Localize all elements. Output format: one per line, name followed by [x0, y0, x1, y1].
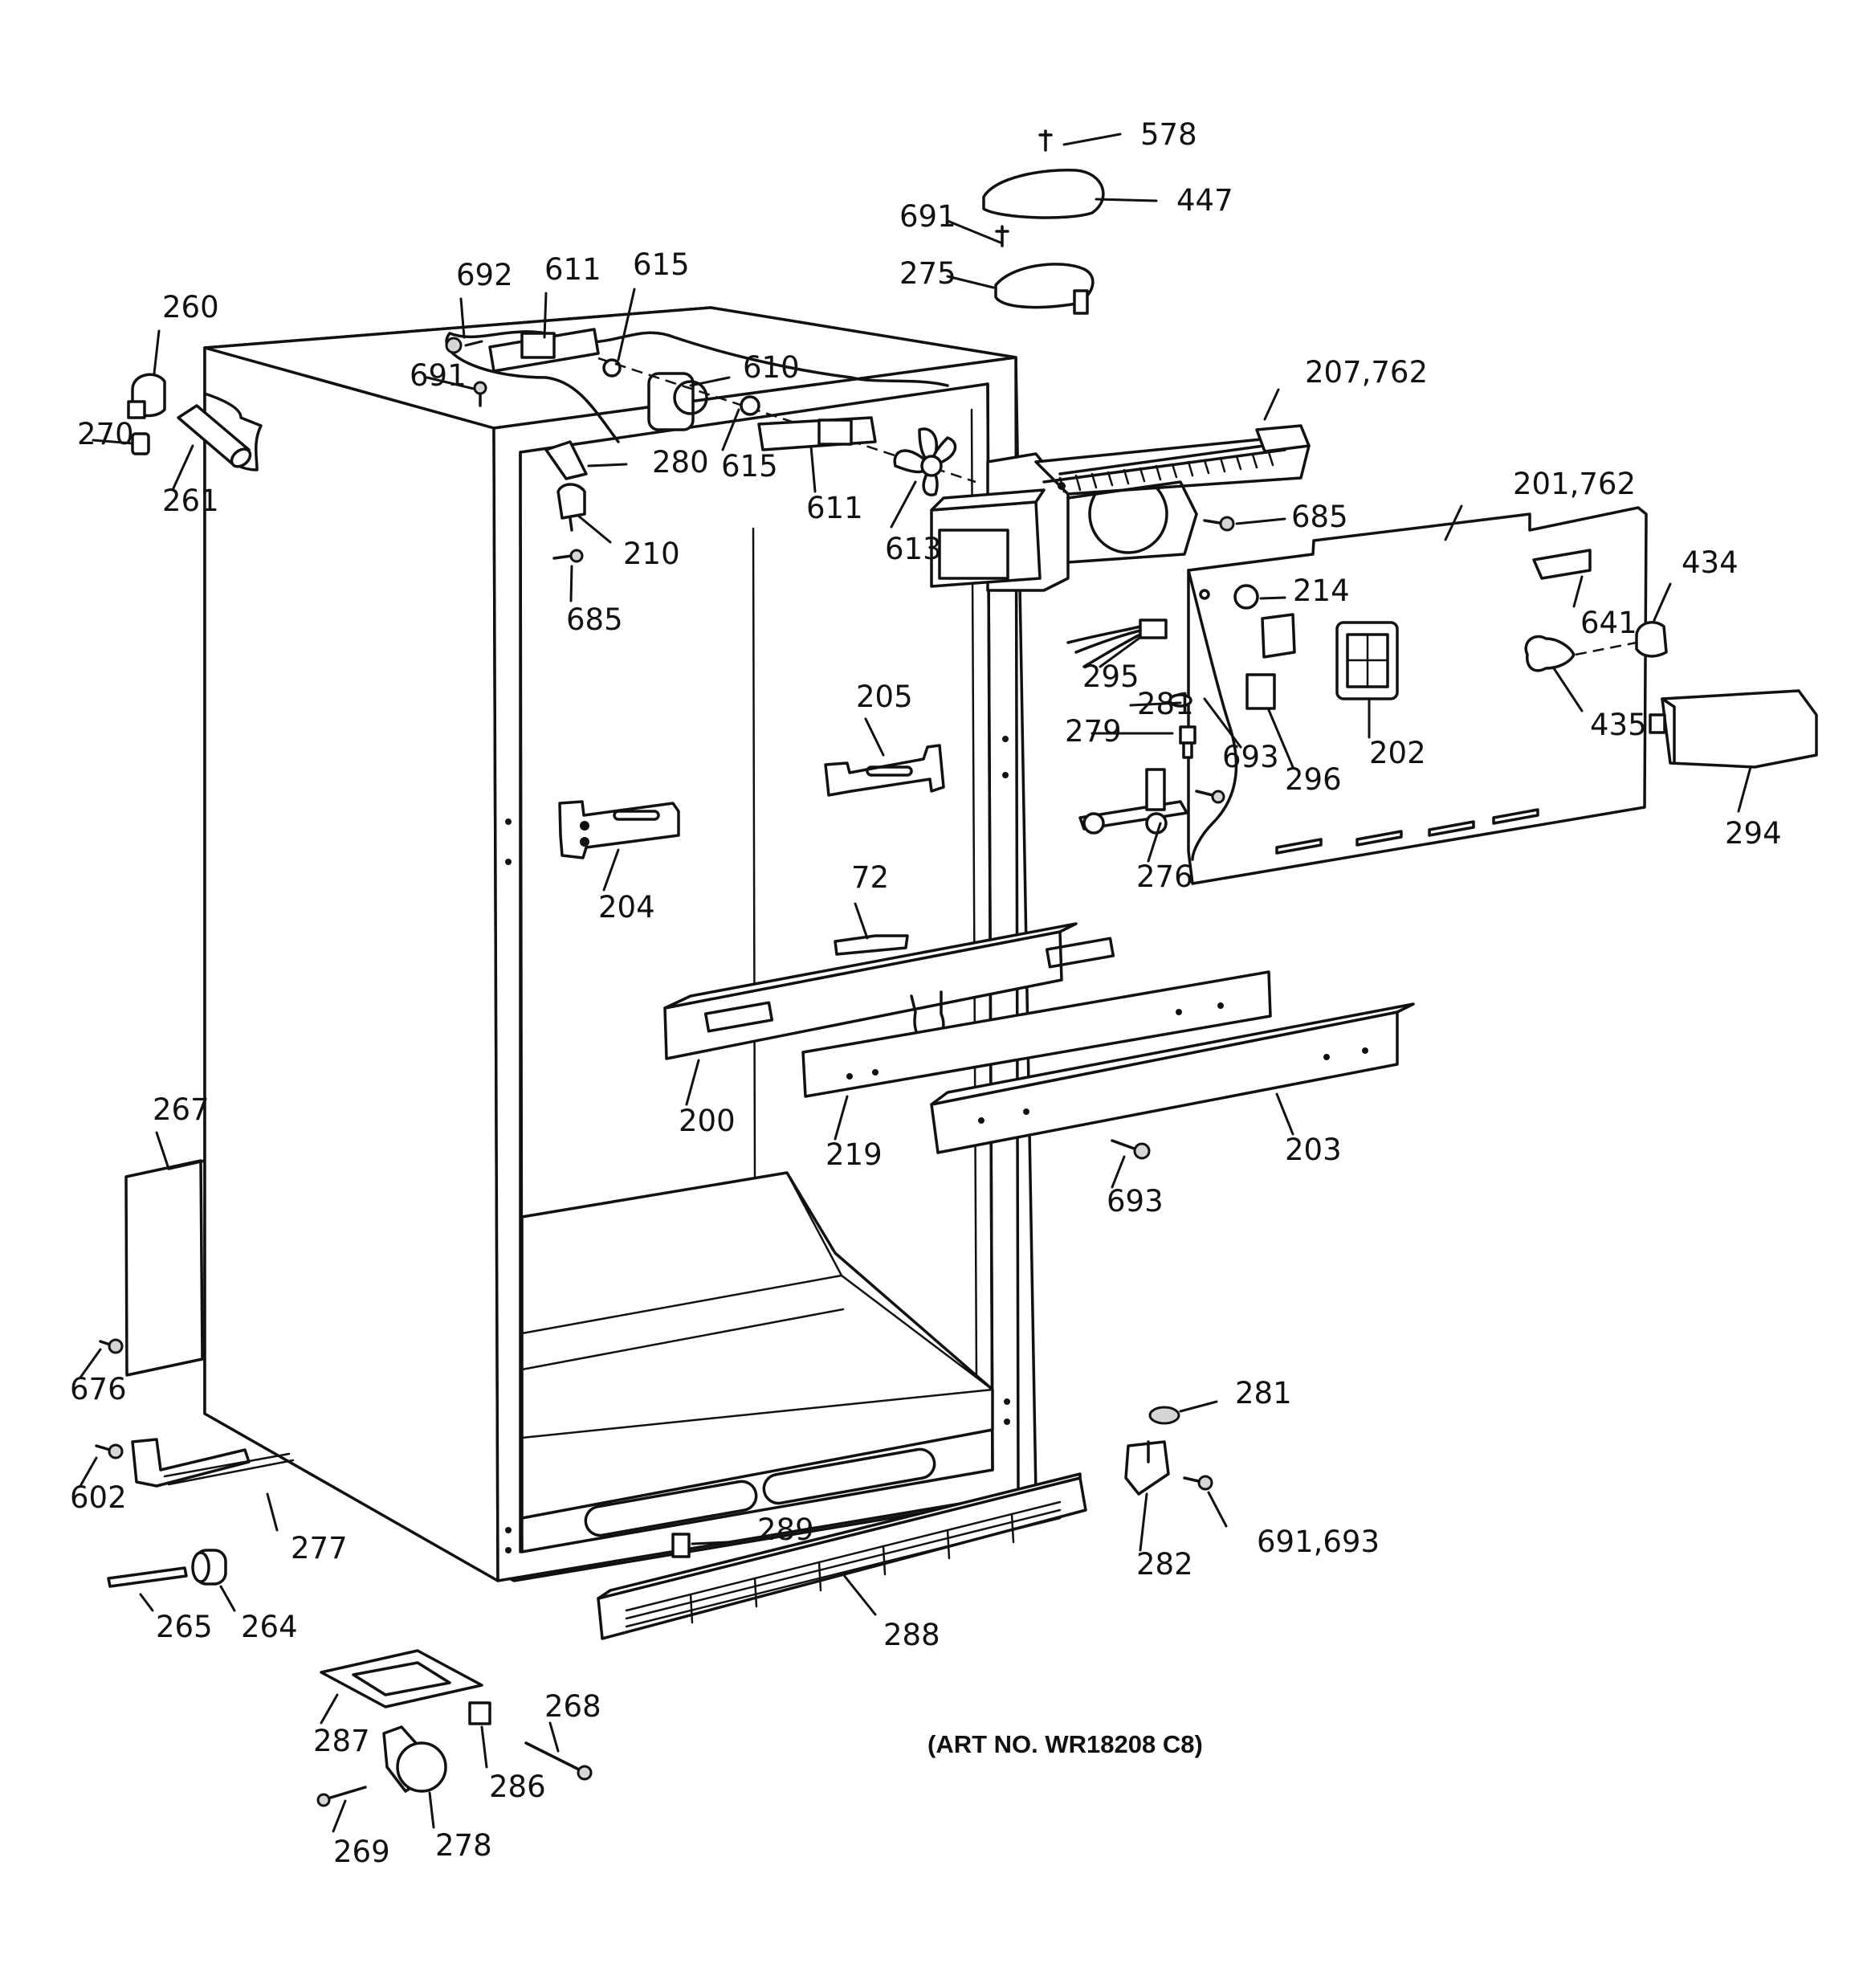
- callout-289: 289: [757, 1512, 814, 1547]
- lower-right-parts: [1124, 1400, 1228, 1552]
- callout-286: 286: [489, 1770, 546, 1804]
- callout-280: 280: [652, 445, 709, 480]
- callout-602: 602: [70, 1480, 127, 1515]
- callout-693: 693: [1222, 740, 1279, 774]
- callout-281: 281: [1235, 1376, 1292, 1410]
- callout-260: 260: [162, 290, 219, 325]
- callout-296: 296: [1285, 762, 1342, 797]
- callout-203: 203: [1285, 1133, 1342, 1167]
- control-panel-201: [1066, 504, 1818, 885]
- grille-slots: [625, 1500, 1062, 1628]
- callout-202: 202: [1369, 736, 1426, 770]
- callout-261: 261: [162, 484, 219, 518]
- callout-691: 691: [410, 358, 467, 393]
- callout-268: 268: [544, 1689, 601, 1724]
- fan-motor-group: [426, 288, 976, 602]
- evaporator-cover-ribs: [1058, 451, 1274, 493]
- callout-281: 281: [1137, 687, 1194, 721]
- callout-277: 277: [291, 1531, 348, 1565]
- callout-613: 613: [885, 532, 942, 566]
- callout-219: 219: [826, 1137, 883, 1172]
- callout-200: 200: [679, 1104, 736, 1138]
- art-number-label: (ART NO. WR18208 C8): [927, 1730, 1203, 1758]
- callout-685: 685: [1291, 500, 1348, 534]
- callout-270: 270: [77, 417, 134, 451]
- callout-641: 641: [1580, 606, 1637, 640]
- mounting-brackets: [558, 717, 945, 892]
- top-hinge-group: [946, 129, 1158, 315]
- callout-204: 204: [598, 890, 655, 925]
- callout-676: 676: [70, 1372, 127, 1406]
- callout-578: 578: [1140, 117, 1197, 152]
- left-hinge-group: [92, 329, 252, 492]
- callout-282: 282: [1136, 1547, 1193, 1582]
- part-number-callouts: 578 447 691 275 692 611 615 260 610 691 207,762 270…: [70, 117, 1782, 1869]
- callout-610: 610: [743, 350, 800, 385]
- callout-691: 691: [899, 199, 956, 234]
- callout-693: 693: [1107, 1184, 1164, 1219]
- callout-207-762: 207,762: [1305, 355, 1428, 390]
- base-grille-288: [597, 1472, 1087, 1640]
- front-rails: [663, 902, 1415, 1189]
- callout-264: 264: [241, 1610, 298, 1644]
- callout-267: 267: [153, 1092, 210, 1127]
- callout-288: 288: [883, 1618, 940, 1652]
- lower-left-parts: [79, 1131, 295, 1612]
- callout-287: 287: [313, 1724, 370, 1758]
- callout-447: 447: [1176, 183, 1233, 218]
- callout-615: 615: [633, 247, 690, 282]
- bottom-parts: [316, 1649, 593, 1833]
- callout-435: 435: [1590, 708, 1647, 742]
- callout-265: 265: [156, 1610, 213, 1644]
- callout-615: 615: [721, 449, 778, 484]
- cabinet-case: [203, 306, 1037, 1582]
- callout-692: 692: [456, 258, 513, 292]
- callout-276: 276: [1136, 859, 1193, 894]
- callout-210: 210: [623, 537, 680, 571]
- callout-275: 275: [899, 256, 956, 291]
- callout-269: 269: [333, 1835, 390, 1869]
- callout-295: 295: [1082, 659, 1139, 694]
- callout-434: 434: [1682, 545, 1739, 580]
- callout-72: 72: [851, 860, 889, 895]
- callout-611: 611: [544, 252, 601, 287]
- callout-279: 279: [1065, 714, 1122, 749]
- callout-294: 294: [1725, 816, 1782, 851]
- callout-611: 611: [806, 491, 863, 525]
- callout-691-693: 691,693: [1257, 1525, 1380, 1559]
- callout-278: 278: [435, 1828, 492, 1863]
- callout-205: 205: [856, 680, 913, 714]
- callout-685: 685: [566, 602, 623, 637]
- evaporator-cover-207: [930, 388, 1311, 592]
- callout-214: 214: [1293, 574, 1350, 608]
- callout-201-762: 201,762: [1513, 467, 1636, 501]
